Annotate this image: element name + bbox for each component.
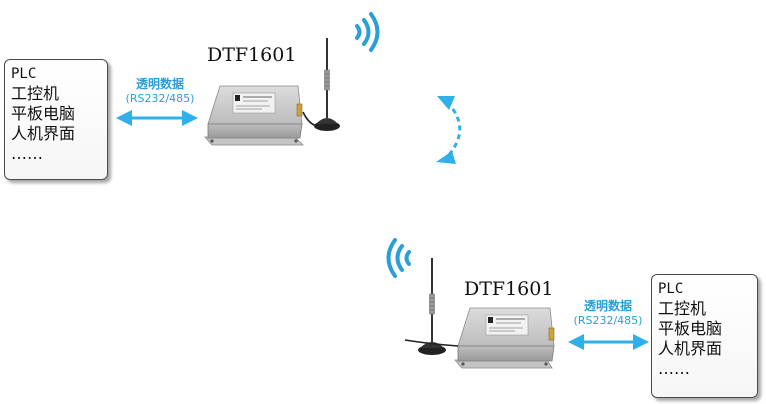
host-line-ipc: 工控机	[11, 84, 60, 103]
dtu-device-top	[204, 85, 304, 146]
protocol-name: 透明数据	[583, 299, 632, 313]
host-line-hmi: 人机界面	[11, 124, 76, 143]
wireless-signal-icon-top	[355, 12, 380, 52]
protocol-label-bottom: 透明数据 (RS232/485)	[566, 298, 650, 328]
host-line-tablet: 平板电脑	[658, 319, 723, 338]
antenna-icon-top	[302, 38, 340, 131]
host-line-etc: ……	[11, 144, 43, 163]
two-way-link-arrow-icon-bottom	[568, 334, 649, 350]
host-line-tablet: 平板电脑	[11, 104, 76, 123]
host-line-hmi: 人机界面	[658, 339, 723, 358]
two-way-link-arrow-icon-top	[116, 110, 198, 126]
protocol-name: 透明数据	[135, 77, 184, 91]
host-devices-box-top: PLC 工控机 平板电脑 人机界面 ……	[4, 59, 108, 180]
host-line-plc: PLC	[658, 281, 684, 297]
model-label-bottom: DTF1601	[464, 278, 554, 300]
protocol-label-top: 透明数据 (RS232/485)	[118, 76, 202, 106]
host-devices-box-bottom: PLC 工控机 平板电脑 人机界面 ……	[651, 274, 758, 398]
dtu-device-bottom	[454, 307, 555, 369]
model-label-top: DTF1601	[207, 44, 297, 66]
host-line-ipc: 工控机	[658, 299, 707, 318]
antenna-icon-bottom	[404, 258, 459, 355]
host-line-etc: ……	[658, 359, 690, 378]
wireless-link-dashed-arrow-icon	[436, 96, 462, 164]
wireless-signal-icon-bottom	[386, 238, 411, 278]
protocol-interface: (RS232/485)	[573, 314, 643, 327]
host-line-plc: PLC	[11, 66, 37, 82]
protocol-interface: (RS232/485)	[125, 92, 195, 105]
